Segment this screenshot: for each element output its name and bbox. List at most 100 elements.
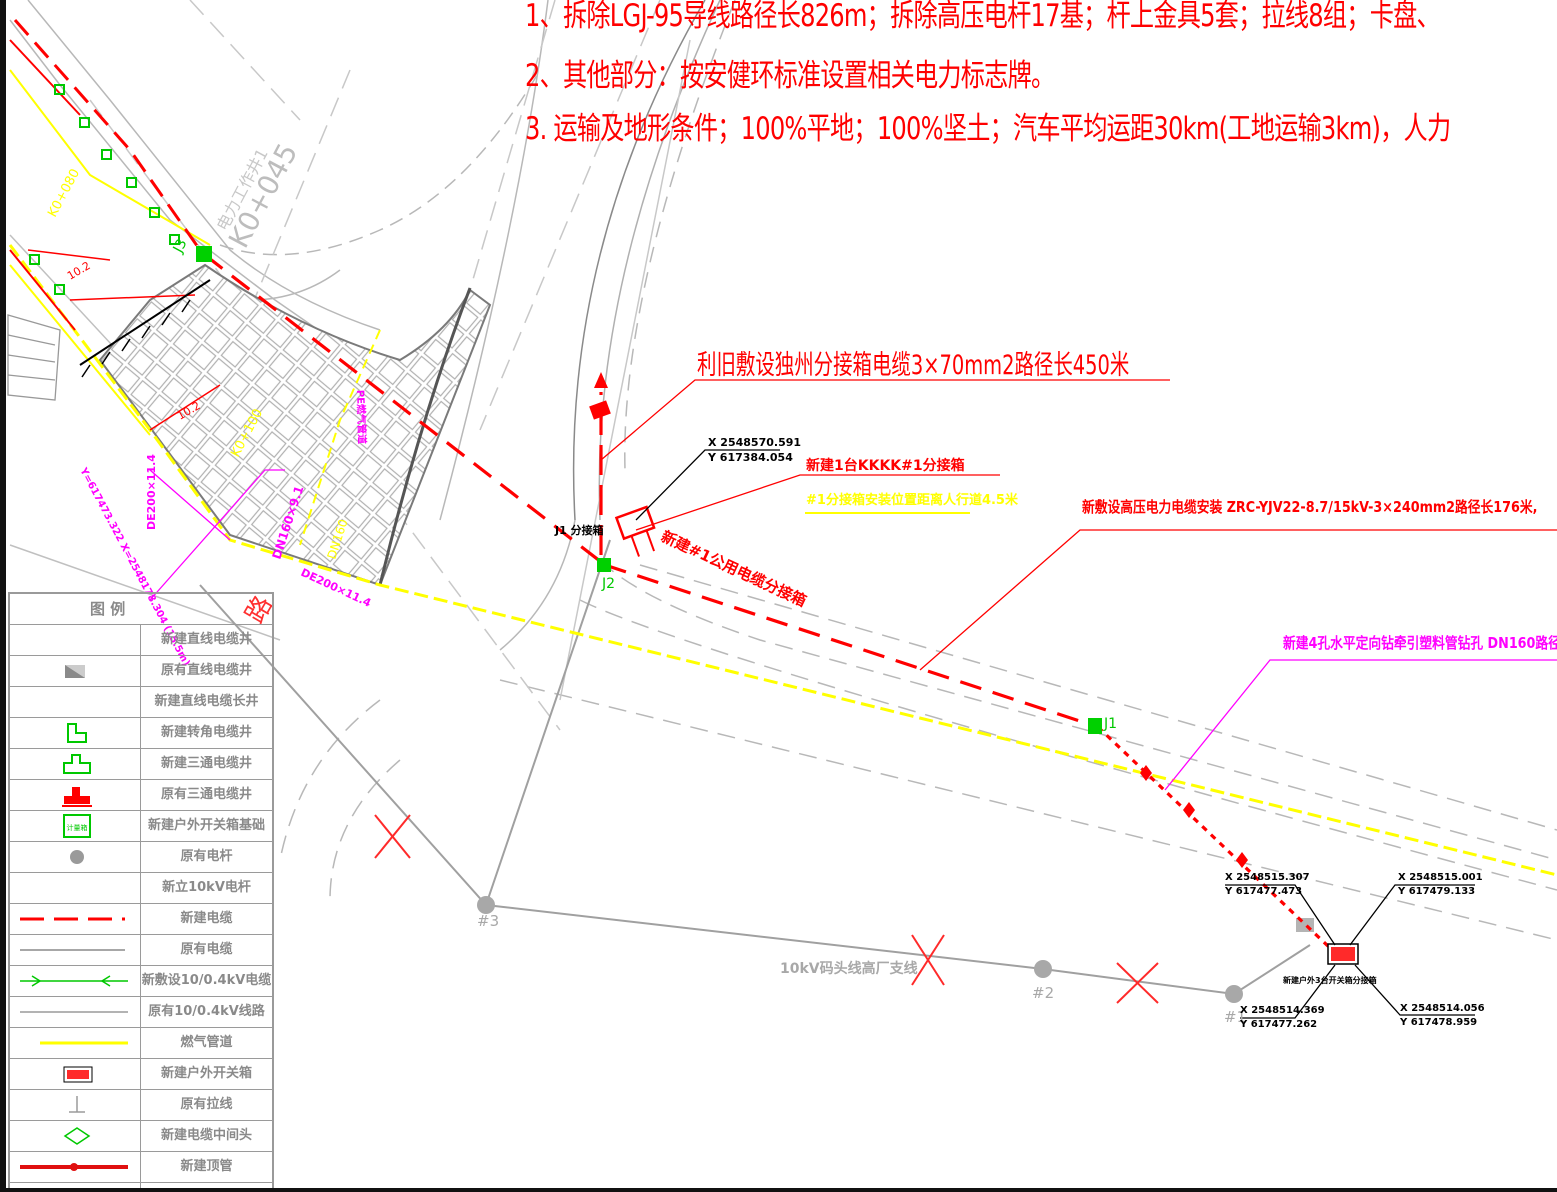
- note-line-3: 3. 运输及地形条件；100%平地；100%坚土；汽车平均运距30km(工地运输…: [525, 111, 1451, 147]
- new-cable-icon: [10, 904, 141, 934]
- legend-label: 新建电缆: [180, 911, 233, 926]
- legend-row: 原有电杆: [10, 842, 272, 873]
- switchbox-base-icon: 计量箱: [10, 811, 141, 841]
- left-cable-lines: [9, 19, 202, 331]
- cable-arrow: [594, 372, 608, 388]
- cable-joint-icon: [10, 1121, 141, 1151]
- gas-pipe-label-2: DE200×11.4: [145, 454, 158, 530]
- pole-2-label: #2: [1032, 984, 1055, 1002]
- existing-tee-well-icon: [10, 780, 141, 810]
- box-small-label: J1 分接箱: [555, 524, 604, 537]
- box-distance-label: #1分接箱安装位置距离人行道4.5米: [806, 493, 1018, 508]
- well-j3: [196, 246, 212, 262]
- j1-label: J1: [1104, 716, 1118, 732]
- legend-row: 新立10kV电杆: [10, 873, 272, 904]
- new-lv-cable-icon: [10, 966, 141, 996]
- legend-row: 原有拉线: [10, 1090, 272, 1121]
- removal-marks: [374, 814, 1159, 1004]
- legend-row: 原有直线电缆井: [10, 656, 272, 687]
- long-well-icon: [10, 687, 141, 717]
- legend-row: 原有电缆: [10, 935, 272, 966]
- straight-well-icon: [10, 625, 141, 655]
- note-line-2: 2、其他部分：按安健环标准设置相关电力标志牌。: [525, 58, 1055, 94]
- legend-label: 原有电杆: [180, 849, 233, 864]
- k0-080-label: K0+080: [45, 166, 83, 219]
- pole-3-label: #3: [477, 912, 500, 930]
- legend-row: 新建顶管: [10, 1152, 272, 1183]
- pole-2: [1034, 960, 1052, 978]
- remove-icon: [10, 1183, 141, 1192]
- frame-border-bottom: [0, 1188, 1557, 1192]
- corner-well-icon: [10, 718, 141, 748]
- legend-row: 计量箱新建户外开关箱基础: [10, 811, 272, 842]
- existing-line-icon: [10, 997, 141, 1027]
- well-j1: [1088, 718, 1102, 734]
- box-coord-x: X 2548570.591: [708, 436, 802, 449]
- well-j2: [597, 558, 611, 572]
- legend-label: 新建电缆中间头: [160, 1128, 252, 1143]
- green-markers: [29, 84, 180, 295]
- new-cable-route: [204, 253, 1332, 950]
- box-coord-y: Y 617384.054: [708, 451, 793, 464]
- legend-label: 新建三通电缆井: [160, 756, 252, 771]
- legend-table: 图 例 新建直线电缆井 原有直线电缆井 新建直线电缆长井 新建转角电缆井 新建三…: [8, 592, 274, 1192]
- legend-label: 原有电缆: [180, 942, 233, 957]
- j2-label: J2: [602, 576, 616, 592]
- legend-label: 新建转角电缆井: [160, 725, 252, 740]
- legend-label: 原有10/0.4kV线路: [148, 1004, 265, 1019]
- pole-1-label: #1: [1224, 1008, 1247, 1026]
- coord-2-x: X 2548515.001: [1398, 872, 1483, 883]
- switchbox-icon: [10, 1059, 141, 1089]
- legend-label: 新建顶管: [180, 1159, 233, 1174]
- hatched-tail: [378, 287, 472, 586]
- legend-label: 燃气管道: [180, 1035, 233, 1050]
- new-box-label: 新建1台KKKK#1分接箱: [806, 458, 965, 474]
- new-branch-box: [614, 505, 656, 557]
- stay-wire-icon: [10, 1090, 141, 1120]
- left-buildings: [7, 314, 61, 401]
- retaining-edge: [79, 279, 211, 378]
- dim-label-a: 10.2: [65, 259, 93, 283]
- pole-3: [477, 896, 495, 914]
- switchbox-symbol: [1327, 943, 1359, 965]
- legend-label: 新敷设10/0.4kV电缆: [141, 973, 272, 988]
- legend-row: 新建户外开关箱: [10, 1059, 272, 1090]
- legend-row: 新建转角电缆井: [10, 718, 272, 749]
- pipe-vertical-label: PE燃气管道: [354, 390, 369, 445]
- legend-title: 图 例: [10, 594, 272, 625]
- legend-label: 原有拉线: [180, 1097, 233, 1112]
- coord-3-x: X 2548514.369: [1240, 1005, 1325, 1016]
- legend-row: 新建直线电缆长井: [10, 687, 272, 718]
- legend-label: 新建户外开关箱基础: [147, 818, 265, 833]
- legend-row: 新建直线电缆井: [10, 625, 272, 656]
- legend-row: 新敷设10/0.4kV电缆: [10, 966, 272, 997]
- switchbox-label: 新建户外3台开关箱分接箱: [1283, 975, 1377, 985]
- legend-row: 燃气管道: [10, 1028, 272, 1059]
- legend-label: 新建直线电缆井: [160, 632, 252, 647]
- coord-1-x: X 2548515.307: [1225, 872, 1310, 883]
- coord-4-x: X 2548514.056: [1400, 1003, 1485, 1014]
- tee-well-icon: [10, 749, 141, 779]
- hv-cable-label: 新敷设高压电力电缆安装 ZRC-YJV22-8.7/15kV-3×240mm2路…: [1082, 498, 1538, 516]
- coord-2-y: Y 617479.133: [1398, 886, 1476, 897]
- leader-lines: [149, 379, 1557, 1019]
- pole-1: [1225, 985, 1243, 1003]
- line-10kv-label: 10kV码头线高厂支线: [780, 961, 918, 977]
- coord-4-y: Y 617478.959: [1400, 1017, 1478, 1028]
- existing-well-icon: [10, 656, 141, 686]
- legend-label: 新建直线电缆长井: [154, 694, 259, 709]
- legend-row: 原有三通电缆井: [10, 780, 272, 811]
- legend-label: 原有直线电缆井: [160, 663, 252, 678]
- legend-row: 新建电缆: [10, 904, 272, 935]
- gas-pipe-icon: [10, 1028, 141, 1058]
- note-line-1: 1、拆除LGJ-95导线路径长826m；拆除高压电杆17基；杆上金具5套；拉线8…: [525, 0, 1441, 34]
- legend-row: 原有10/0.4kV线路: [10, 997, 272, 1028]
- frame-border-left: [0, 0, 6, 1192]
- cable-reuse-label: 利旧敷设独州分接箱电缆3×70mm2路径长450米: [697, 350, 1130, 381]
- arrow-box: [589, 400, 611, 420]
- pipe-jacking-icon: [10, 1152, 141, 1182]
- existing-cable-icon: [10, 935, 141, 965]
- coord-3-y: Y 617477.262: [1240, 1019, 1318, 1030]
